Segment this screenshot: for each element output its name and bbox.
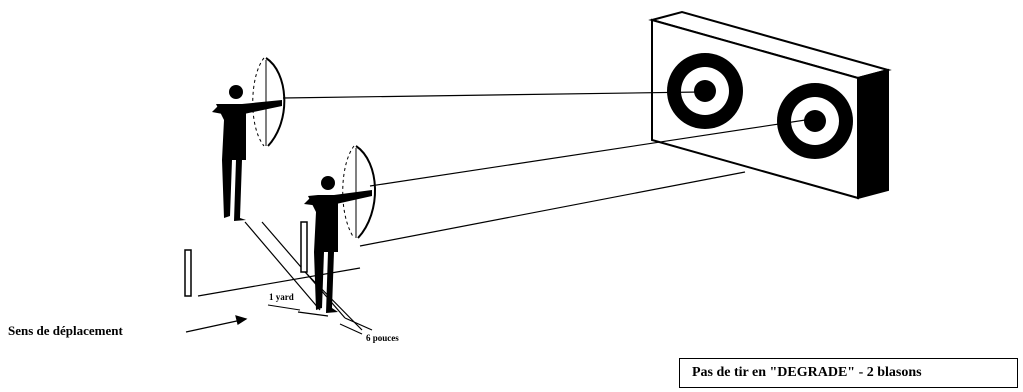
yard-dimension-label: 1 yard: [269, 292, 294, 302]
target-face-left: [667, 53, 743, 129]
direction-arrow: [186, 316, 246, 332]
shooting-line-post: [185, 222, 307, 296]
pouces-dimension-label: 6 pouces: [366, 333, 399, 343]
archer-silhouette: [212, 58, 284, 221]
direction-label: Sens de déplacement: [8, 323, 123, 339]
target-face-right: [777, 83, 853, 159]
caption-text: Pas de tir en "DEGRADE" - 2 blasons: [692, 365, 922, 381]
ground-lines: [245, 222, 372, 330]
archer-silhouette: [304, 146, 375, 313]
caption-box: Pas de tir en "DEGRADE" - 2 blasons: [679, 358, 1018, 388]
